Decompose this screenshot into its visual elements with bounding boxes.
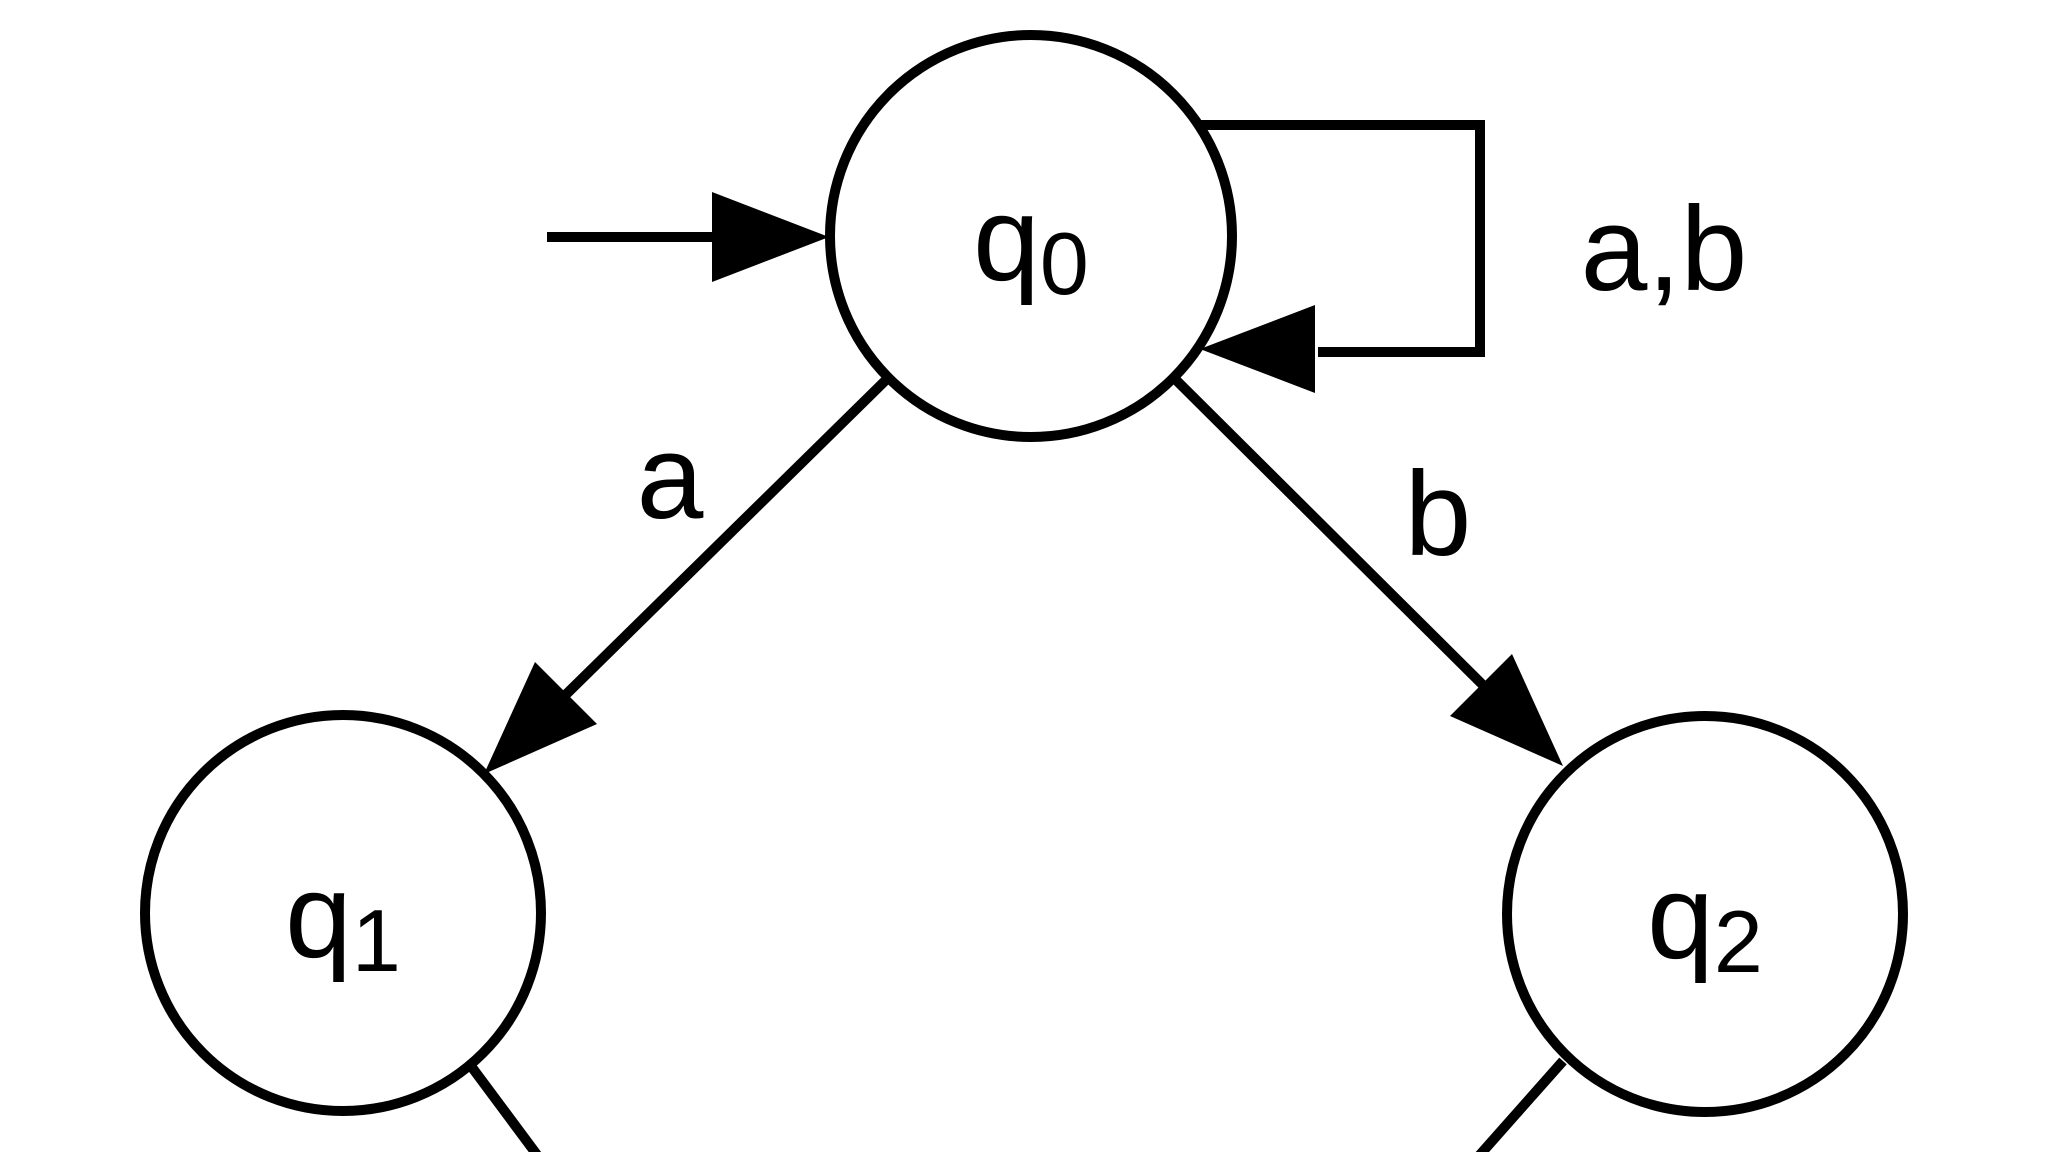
- edge-q0-q1-shaft: [536, 374, 892, 724]
- state-q1-label-subscript: 1: [352, 891, 401, 990]
- state-q1-label: q1: [285, 849, 401, 990]
- self-loop-q0-path: [1198, 120, 1485, 357]
- edge-q2-offscreen: [1475, 1057, 1567, 1152]
- edge-q0-q2-shaft: [1170, 374, 1507, 709]
- state-q2-label-subscript: 2: [1714, 892, 1763, 991]
- state-q2-label: q2: [1647, 850, 1763, 991]
- state-q0-circle: [825, 30, 1237, 442]
- edge-q0-q2-symbol-label: b: [1405, 447, 1472, 581]
- labels-layer: q0 q1 q2 a,b a b: [285, 172, 1763, 991]
- self-loop-symbols-label: a,b: [1581, 182, 1748, 316]
- arrowheads-layer: [484, 192, 1563, 774]
- edge-q1-offscreen: [463, 1059, 542, 1152]
- start-arrow-head-icon: [712, 192, 829, 282]
- self-loop-arrowhead-icon: [1200, 305, 1315, 393]
- state-q0-label-main: q: [973, 172, 1040, 306]
- state-q0-label: q0: [973, 172, 1089, 313]
- edge-q0-q2-arrowhead-icon: [1450, 654, 1563, 766]
- state-q2-label-main: q: [1647, 850, 1714, 984]
- state-q0-label-subscript: 0: [1040, 214, 1089, 313]
- edge-q0-q1-arrowhead-icon: [484, 662, 597, 774]
- edge-q0-q1-symbol-label: a: [637, 410, 704, 544]
- state-q2-circle: [1502, 711, 1908, 1117]
- state-q1-label-main: q: [285, 849, 352, 983]
- state-q1-circle: [140, 710, 546, 1116]
- states-layer: [140, 30, 1908, 1117]
- edges-layer: [463, 120, 1567, 1152]
